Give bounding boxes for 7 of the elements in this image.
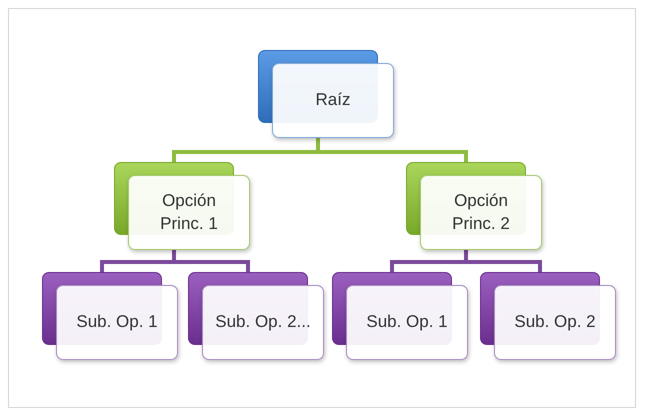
node-label: Sub. Op. 2 bbox=[514, 311, 596, 334]
node-label: Sub. Op. 2... bbox=[215, 311, 311, 334]
node-label: Sub. Op. 1 bbox=[76, 311, 158, 334]
node-label: Opción Princ. 2 bbox=[451, 190, 511, 234]
node-label: Sub. Op. 1 bbox=[366, 311, 448, 334]
node-label: Opción Princ. 1 bbox=[159, 190, 219, 234]
node-label: Raíz bbox=[316, 89, 350, 112]
